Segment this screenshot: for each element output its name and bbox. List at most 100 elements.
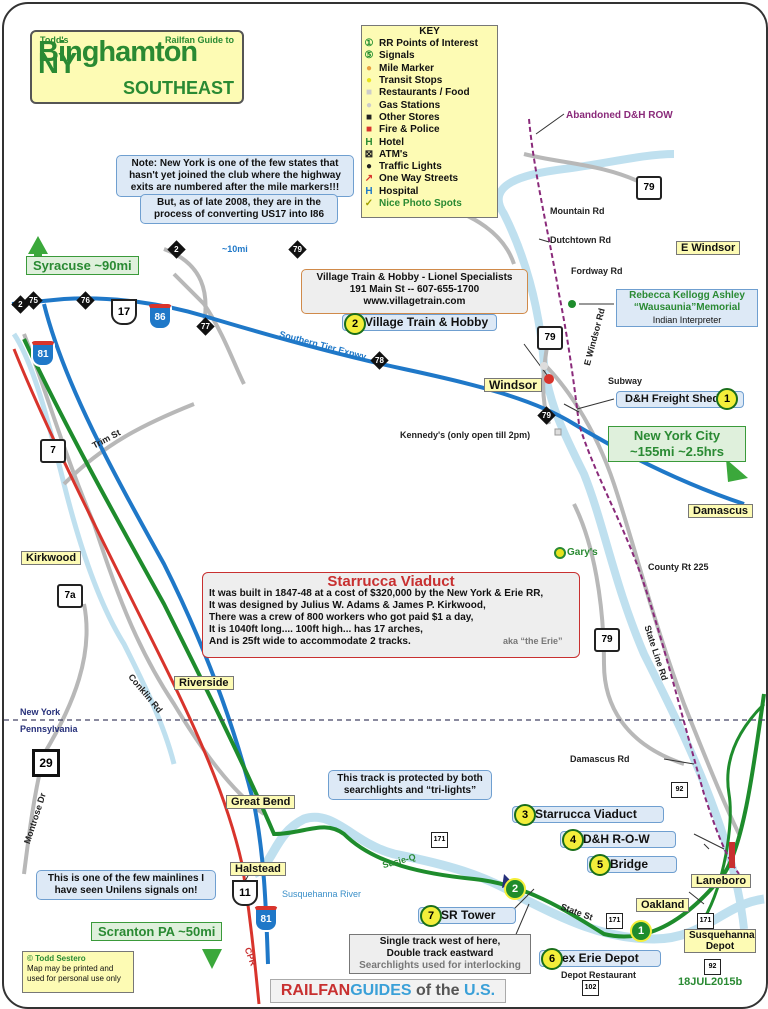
starrucca-info: Starrucca Viaduct It was built in 1847-4… xyxy=(202,572,580,658)
mile-marker-label: 79 xyxy=(542,411,551,420)
river-north xyxy=(494,150,748,930)
starrucca-lines: It was built in 1847-48 at a cost of $32… xyxy=(209,588,579,648)
credit-permission: Map may be printed and used for personal… xyxy=(27,964,121,983)
poi-label: Village Train & Hobby xyxy=(365,315,489,329)
key-item-label: Traffic Lights xyxy=(379,161,442,173)
poi-7-badge: 7 xyxy=(420,905,442,927)
label-susquehanna-river: Susquehanna River xyxy=(282,889,362,899)
label-depot-restaurant: Depot Restaurant xyxy=(561,970,637,980)
poi-number-icon: ① xyxy=(364,38,374,50)
place-windsor: Windsor xyxy=(484,378,542,392)
title-author: Todd's xyxy=(40,35,69,45)
poi-label: D&H Freight Shed xyxy=(625,393,720,405)
route-17-shield: 17 xyxy=(111,299,137,325)
label-pa: Pennsylvania xyxy=(20,724,78,734)
tri-lights-note: This track is protected by both searchli… xyxy=(328,770,492,800)
poi-starrucca[interactable]: Starrucca Viaduct xyxy=(512,806,664,823)
poi-6-badge: 6 xyxy=(541,948,563,970)
transit-dot-a xyxy=(540,362,548,370)
starrucca-line: It was built in 1847-48 at a cost of $32… xyxy=(209,588,544,599)
mile-marker-label: 75 xyxy=(29,296,38,305)
poi-label: Bridge xyxy=(610,857,649,871)
single-track-line2: Double track eastward xyxy=(386,948,494,959)
transit-stop-icon: ● xyxy=(365,75,373,87)
store-icon: ■ xyxy=(365,111,373,123)
label-county-225: County Rt 225 xyxy=(648,562,709,572)
key-item: ■ Restaurants / Food xyxy=(362,87,497,99)
poi-2-badge: 2 xyxy=(344,313,366,335)
signal-1-badge: 1 xyxy=(630,920,652,942)
village-train-line1: Village Train & Hobby - Lionel Specialis… xyxy=(316,272,513,283)
copyright-icon: © xyxy=(27,954,33,963)
route-81-shield: 81 xyxy=(31,341,55,367)
poi-sr-tower[interactable]: SR Tower xyxy=(418,907,516,924)
gary-dot xyxy=(554,547,566,559)
starrucca-line: And is 25ft wide to accommodate 2 tracks… xyxy=(209,636,411,647)
signal-icon: ⑤ xyxy=(364,50,374,62)
poi-village-train[interactable]: Village Train & Hobby xyxy=(342,314,498,331)
hotel-icon: H xyxy=(365,136,373,148)
mile-marker-label: 79 xyxy=(293,245,302,254)
dir-syracuse: Syracuse ~90mi xyxy=(26,256,139,275)
route-7-shield: 7 xyxy=(40,439,66,463)
key-item-label: Other Stores xyxy=(379,111,440,123)
mile-marker-label: 78 xyxy=(375,356,384,365)
brand-guides: GUIDES xyxy=(350,982,412,999)
memorial-line1: Rebecca Kellogg Ashley xyxy=(629,290,745,301)
ny-exit-note: Note: New York is one of the few states … xyxy=(116,155,354,197)
key-item: ●Gas Stations xyxy=(362,99,497,111)
key-heading: KEY xyxy=(419,26,440,37)
poi-freight-shed[interactable]: D&H Freight Shed xyxy=(616,391,745,408)
label-subway: Subway xyxy=(608,376,643,386)
mile-marker-label: 77 xyxy=(201,322,210,331)
memorial-line3: Indian Interpreter xyxy=(652,315,722,325)
key-item: ● Traffic Lights xyxy=(362,161,497,173)
key-item-label: RR Points of Interest xyxy=(379,38,478,50)
restaurant-icon: ■ xyxy=(365,87,373,99)
route-92-shield: 92 xyxy=(704,959,721,975)
key-item: ↗ One Way Streets xyxy=(362,173,497,185)
place-oakland: Oakland xyxy=(636,898,690,912)
memorial-box: Rebecca Kellogg Ashley “Wausaunia”Memori… xyxy=(616,289,758,327)
unilens-note: This is one of the few mainlines I have … xyxy=(36,870,216,900)
mile-marker-label: 2 xyxy=(18,299,23,309)
place-laneboro: Laneboro xyxy=(691,874,752,888)
title-city: Binghamton NY xyxy=(38,36,198,80)
key-item-label: Transit Stops xyxy=(379,75,443,87)
key-item: ● Transit Stops xyxy=(362,75,497,87)
place-damascus: Damascus xyxy=(688,504,754,518)
label-kennedys: Kennedy's (only open till 2pm) xyxy=(400,430,531,440)
key-item-label: One Way Streets xyxy=(379,173,459,185)
village-train-line2: 191 Main St -- 607-655-1700 xyxy=(349,284,480,295)
label-mountain-rd: Mountain Rd xyxy=(550,206,605,216)
place-kirkwood: Kirkwood xyxy=(21,551,82,565)
place-great-bend: Great Bend xyxy=(226,795,296,809)
brand-railfan: RAILFAN xyxy=(280,982,351,999)
key-item: ■ Other Stores xyxy=(362,112,497,124)
poi-erie-depot[interactable]: ex Erie Depot xyxy=(539,950,661,967)
label-abandoned-row: Abandoned D&H ROW xyxy=(566,110,673,121)
label-damascus-rd: Damascus Rd xyxy=(570,754,630,764)
poi-4-badge: 4 xyxy=(562,829,584,851)
memorial-dot xyxy=(568,300,576,308)
poi-3-badge: 3 xyxy=(514,804,536,826)
poi-1-badge: 1 xyxy=(716,388,738,410)
starrucca-aka: aka “the Erie” xyxy=(503,636,563,646)
converting-note: But, as of late 2008, they are in the pr… xyxy=(140,194,338,224)
key-item-label: Restaurants / Food xyxy=(379,87,470,99)
label-fordway-rd: Fordway Rd xyxy=(571,266,623,276)
one-way-icon: ↗ xyxy=(364,173,374,185)
arrow-syracuse xyxy=(28,236,48,262)
key-item-label: Nice Photo Spots xyxy=(379,198,462,209)
route-7a-shield: 7a xyxy=(57,584,83,608)
poi-dh-row[interactable]: D&H R-O-W xyxy=(560,831,676,848)
traffic-light-icon: ● xyxy=(365,161,373,173)
key-item-label: Mile Marker xyxy=(379,62,435,74)
label-dutchtown-rd: Dutchtown Rd xyxy=(550,235,611,245)
place-susquehanna-depot-label: Susquehanna Depot xyxy=(689,930,755,952)
village-train-box: Village Train & Hobby - Lionel Specialis… xyxy=(301,269,528,314)
kennedys-marker xyxy=(554,428,562,436)
